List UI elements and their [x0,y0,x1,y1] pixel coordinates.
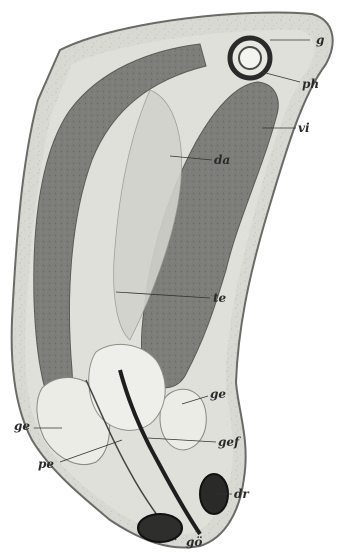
label-te: te [213,292,226,304]
label-ge-right: ge [210,388,226,400]
label-gef: gef [218,436,239,448]
duct-opening-bottom [138,514,182,542]
label-dr: dr [234,488,249,500]
label-da: da [214,154,230,166]
pharynx-ring-inner [239,47,261,69]
label-g: g [316,34,324,46]
label-ph: ph [302,78,319,90]
label-go: gö [186,536,202,548]
label-pe: pe [38,458,54,470]
label-ge-left: ge [14,420,30,432]
label-vi: vi [298,122,310,134]
